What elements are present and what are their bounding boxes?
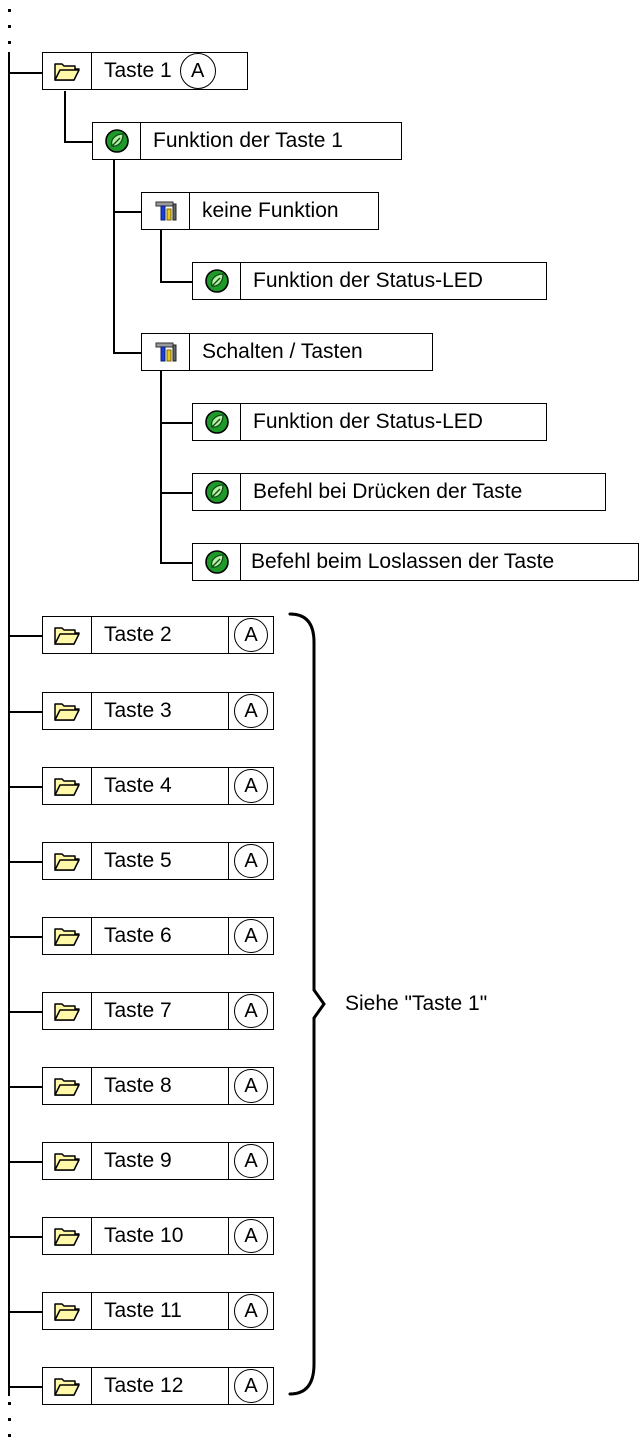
- folder-icon: [43, 993, 92, 1029]
- tree-node-taste-7[interactable]: Taste 7 A: [42, 992, 274, 1030]
- tree-node-label: keine Funktion: [202, 199, 339, 222]
- trunk-line: [8, 52, 10, 1396]
- folder-icon: [43, 53, 92, 89]
- folder-icon: [43, 1143, 92, 1179]
- brace-note: Siehe "Taste 1": [345, 992, 488, 1015]
- folder-icon: [43, 918, 92, 954]
- folder-icon: [43, 768, 92, 804]
- tree-node-label: Schalten / Tasten: [202, 340, 363, 363]
- tree-node-label: Taste 1: [104, 59, 172, 82]
- tree-node-taste-3[interactable]: Taste 3 A: [42, 692, 274, 730]
- folder-icon: [43, 617, 92, 653]
- tool-option-icon: [142, 193, 190, 229]
- tree-node-status-led[interactable]: Funktion der Status-LED: [192, 403, 547, 441]
- a-badge: A: [234, 1219, 268, 1253]
- tree-node-label: Taste 12: [104, 1374, 184, 1397]
- tree-node-taste-2[interactable]: Taste 2 A: [42, 616, 274, 654]
- tree-node-label: Taste 5: [104, 849, 172, 872]
- a-badge: A: [234, 1144, 268, 1178]
- tree-node-taste-4[interactable]: Taste 4 A: [42, 767, 274, 805]
- tree-node-label: Taste 6: [104, 924, 172, 947]
- a-badge: A: [234, 1294, 268, 1328]
- tree-node-label: Befehl beim Loslassen der Taste: [251, 550, 555, 573]
- tree-node-label: Befehl bei Drücken der Taste: [253, 480, 523, 503]
- tree-node-status-led[interactable]: Funktion der Status-LED: [192, 262, 547, 300]
- a-badge: A: [234, 1369, 268, 1403]
- tree-node-label: Funktion der Status-LED: [253, 269, 483, 292]
- tree-node-taste-10[interactable]: Taste 10 A: [42, 1217, 274, 1255]
- tree-node-taste-11[interactable]: Taste 11 A: [42, 1292, 274, 1330]
- a-badge: A: [234, 844, 268, 878]
- right-brace: [288, 612, 326, 1396]
- a-badge: A: [179, 53, 216, 89]
- folder-icon: [43, 1368, 92, 1404]
- tree-node-funktion-der-taste-1[interactable]: Funktion der Taste 1: [92, 122, 402, 160]
- parameter-leaf-icon: [193, 404, 241, 440]
- folder-icon: [43, 693, 92, 729]
- tree-node-label: Funktion der Status-LED: [253, 410, 483, 433]
- tree-node-taste-5[interactable]: Taste 5 A: [42, 842, 274, 880]
- dotted-end: [8, 1402, 11, 1405]
- folder-icon: [43, 1218, 92, 1254]
- tree-node-label: Taste 10: [104, 1224, 184, 1247]
- tree-node-taste-8[interactable]: Taste 8 A: [42, 1067, 274, 1105]
- tree-node-taste-9[interactable]: Taste 9 A: [42, 1142, 274, 1180]
- tree-node-taste-1[interactable]: Taste 1 A: [42, 52, 248, 90]
- tree-node-label: Taste 7: [104, 999, 172, 1022]
- tool-option-icon: [142, 334, 190, 370]
- tree-node-befehl-druecken[interactable]: Befehl bei Drücken der Taste: [192, 473, 606, 511]
- tree-node-label: Taste 2: [104, 623, 172, 646]
- a-badge: A: [234, 1069, 268, 1103]
- tree-node-label: Taste 9: [104, 1149, 172, 1172]
- tree-node-option-schalten-tasten[interactable]: Schalten / Tasten: [141, 333, 433, 371]
- parameter-leaf-icon: [93, 123, 141, 159]
- tree-node-taste-12[interactable]: Taste 12 A: [42, 1367, 274, 1405]
- tree-node-befehl-loslassen[interactable]: Befehl beim Loslassen der Taste: [192, 543, 639, 581]
- tree-node-label: Funktion der Taste 1: [153, 129, 343, 152]
- dotted-start: [8, 9, 11, 12]
- tree-node-label: Taste 3: [104, 699, 172, 722]
- tree-node-option-keine-funktion[interactable]: keine Funktion: [141, 192, 379, 230]
- tree-node-taste-6[interactable]: Taste 6 A: [42, 917, 274, 955]
- a-badge: A: [234, 769, 268, 803]
- folder-icon: [43, 843, 92, 879]
- a-badge: A: [234, 618, 268, 652]
- tree-node-label: Taste 4: [104, 774, 172, 797]
- tree-node-label: Taste 8: [104, 1074, 172, 1097]
- tree-node-label: Taste 11: [104, 1299, 182, 1322]
- a-badge: A: [234, 919, 268, 953]
- folder-icon: [43, 1293, 92, 1329]
- a-badge: A: [234, 994, 268, 1028]
- a-badge: A: [234, 694, 268, 728]
- parameter-leaf-icon: [193, 263, 241, 299]
- folder-icon: [43, 1068, 92, 1104]
- parameter-leaf-icon: [193, 544, 241, 580]
- parameter-leaf-icon: [193, 474, 241, 510]
